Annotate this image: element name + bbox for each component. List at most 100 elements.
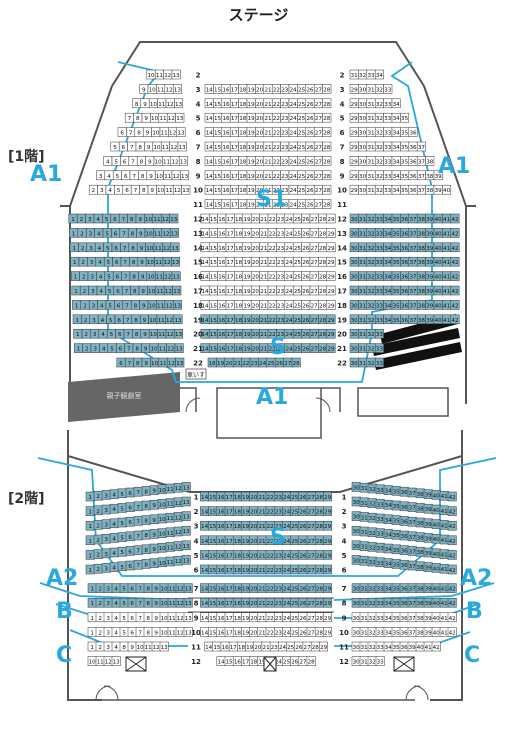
seat-number: 22 xyxy=(267,616,274,622)
seat[interactable] xyxy=(326,242,336,253)
seat[interactable] xyxy=(322,141,332,152)
seat-number: 7 xyxy=(138,616,142,622)
seat[interactable] xyxy=(433,170,443,181)
seat-number: 41 xyxy=(441,630,449,636)
row-label: 3 xyxy=(194,523,199,531)
seat[interactable] xyxy=(326,213,336,224)
seat[interactable] xyxy=(326,314,336,325)
seat[interactable] xyxy=(169,228,179,238)
seat-number: 13 xyxy=(185,616,193,622)
seat-number: 31 xyxy=(359,361,367,367)
seat[interactable] xyxy=(322,156,332,166)
seat[interactable] xyxy=(178,156,188,166)
row-label: 7 xyxy=(194,585,199,593)
seat-number: 23 xyxy=(277,246,285,252)
seat[interactable] xyxy=(172,300,182,310)
seat-number: 42 xyxy=(451,217,458,223)
seat[interactable] xyxy=(322,127,332,137)
seat-number: 35 xyxy=(393,318,401,324)
seat-number: 42 xyxy=(451,289,458,295)
seat[interactable] xyxy=(322,184,332,195)
seat-number: 34 xyxy=(385,562,393,568)
seat[interactable] xyxy=(450,213,460,224)
seat-number: 7 xyxy=(125,303,129,309)
seat[interactable] xyxy=(450,285,460,296)
seat[interactable] xyxy=(322,170,332,181)
seat-number: 8 xyxy=(146,587,150,593)
seat[interactable] xyxy=(374,69,384,80)
seat-number: 21 xyxy=(260,347,268,353)
seat-number: 17 xyxy=(231,87,239,93)
seat[interactable] xyxy=(172,285,182,296)
seat-number: 7 xyxy=(128,116,132,122)
seat[interactable] xyxy=(171,256,181,267)
seat-number: 19 xyxy=(248,159,256,165)
seat[interactable] xyxy=(177,141,187,152)
seat[interactable] xyxy=(322,199,332,209)
seat[interactable] xyxy=(442,184,452,195)
row-label: 6 xyxy=(340,129,345,137)
seat-number: 1 xyxy=(90,630,94,636)
seat[interactable] xyxy=(171,271,181,281)
seat-number: 33 xyxy=(376,318,384,324)
seat-number: 28 xyxy=(323,145,331,151)
seat-number: 38 xyxy=(418,289,426,295)
seat-number: 5 xyxy=(120,550,124,556)
seat[interactable] xyxy=(174,98,184,109)
seat-number: 7 xyxy=(134,188,138,194)
seat[interactable] xyxy=(326,300,336,310)
seat[interactable] xyxy=(425,156,435,166)
seat-number: 15 xyxy=(210,275,218,281)
seat[interactable] xyxy=(383,84,393,94)
seat-number: 40 xyxy=(433,616,441,622)
seat[interactable] xyxy=(400,112,410,123)
seat[interactable] xyxy=(408,127,418,137)
seat[interactable] xyxy=(170,242,180,253)
seat-number: 34 xyxy=(393,145,401,151)
seat[interactable] xyxy=(391,98,401,109)
seat-number: 23 xyxy=(275,601,283,607)
seat[interactable] xyxy=(416,141,426,152)
seat-number: 21 xyxy=(264,203,272,209)
seat[interactable] xyxy=(326,285,336,296)
seat[interactable] xyxy=(326,256,336,267)
seat[interactable] xyxy=(326,228,336,238)
seat-number: 20 xyxy=(250,495,258,501)
seat-number: 19 xyxy=(248,174,256,180)
seat[interactable] xyxy=(169,213,179,224)
seat[interactable] xyxy=(450,228,460,238)
seat-number: 28 xyxy=(316,568,324,574)
seat[interactable] xyxy=(450,271,460,281)
seat-number: 28 xyxy=(319,217,327,223)
seat[interactable] xyxy=(181,184,191,195)
seat-number: 37 xyxy=(418,145,426,151)
seat-number: 11 xyxy=(155,260,163,266)
seat-number: 42 xyxy=(451,318,458,324)
seat[interactable] xyxy=(175,112,185,123)
seat[interactable] xyxy=(180,170,190,181)
seat[interactable] xyxy=(326,271,336,281)
seat-number: 14 xyxy=(201,553,209,559)
seat-number: 34 xyxy=(385,547,393,553)
seat-number: 21 xyxy=(258,601,266,607)
row-label: 21 xyxy=(193,345,203,353)
seat-number: 16 xyxy=(222,174,230,180)
seat-number: 16 xyxy=(217,630,225,636)
seat[interactable] xyxy=(176,127,186,137)
seat-number: 15 xyxy=(214,131,222,137)
seat[interactable] xyxy=(322,112,332,123)
seat-number: 37 xyxy=(418,188,426,194)
seat-number: 31 xyxy=(359,231,367,237)
seat[interactable] xyxy=(322,84,332,94)
seat[interactable] xyxy=(450,256,460,267)
seat-number: 8 xyxy=(144,548,148,554)
seat[interactable] xyxy=(172,84,182,94)
seat-number: 19 xyxy=(246,645,254,651)
seat[interactable] xyxy=(171,69,181,80)
seat[interactable] xyxy=(322,98,332,109)
seat-number: 37 xyxy=(409,318,417,324)
seat[interactable] xyxy=(450,300,460,310)
seat-number: 10 xyxy=(156,174,164,180)
seat[interactable] xyxy=(450,242,460,253)
seat-number: 17 xyxy=(230,645,238,651)
